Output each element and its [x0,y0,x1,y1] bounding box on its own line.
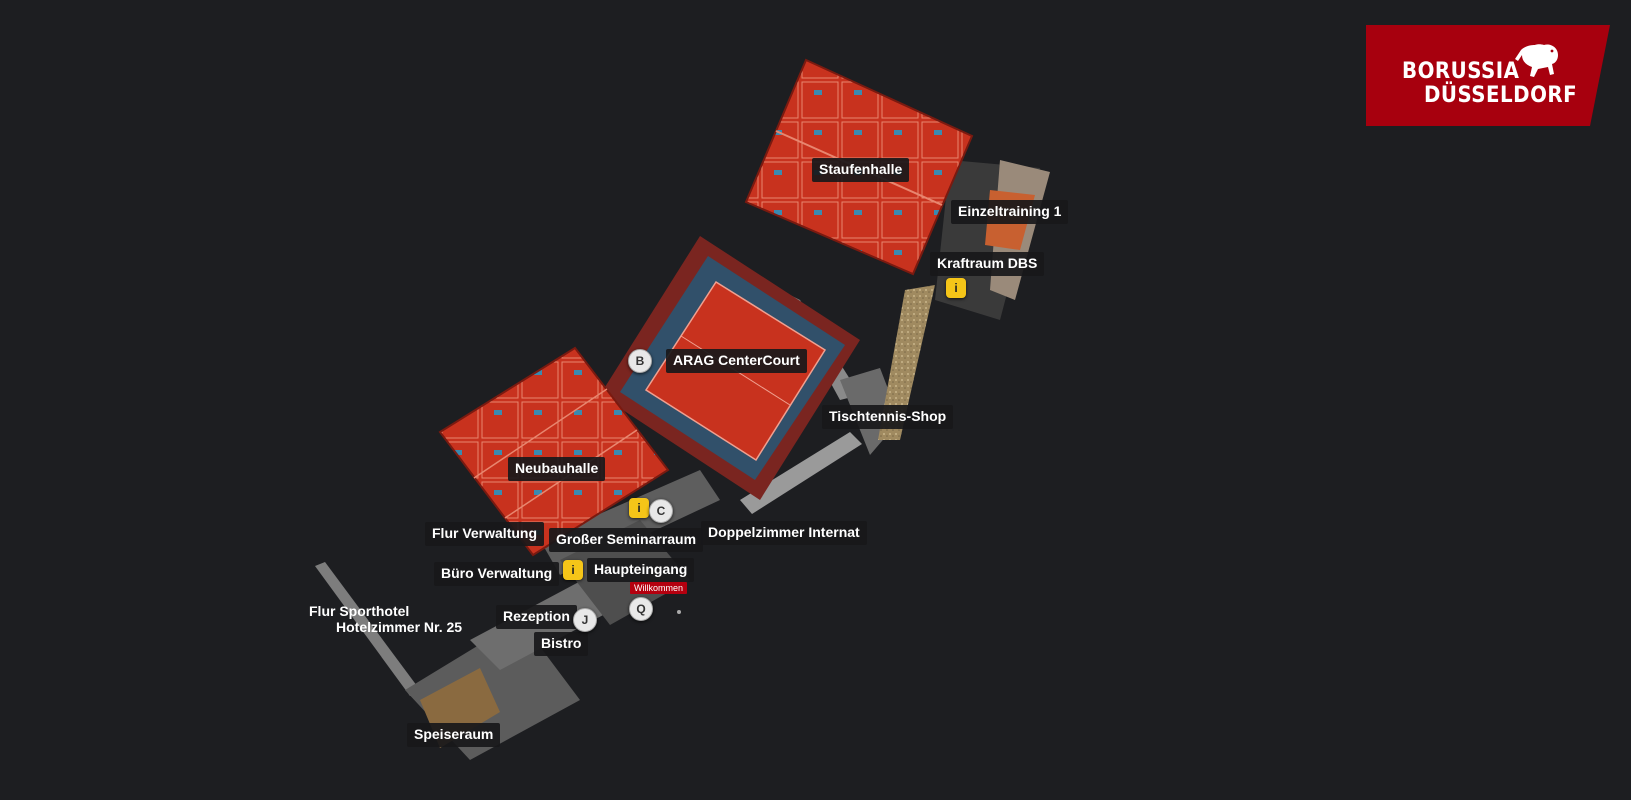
marker-c[interactable]: C [649,499,673,523]
label-neubauhalle[interactable]: Neubauhalle [508,457,606,481]
neubauhalle-divider-1 [473,388,608,479]
info-marker-seminarraum[interactable]: i [629,498,649,518]
label-haupteingang[interactable]: Haupteingang [587,558,695,582]
logo-line-1: BORUSSIA [1402,59,1520,84]
marker-b[interactable]: B [628,349,652,373]
welcome-sign: Willkommen [630,582,688,594]
label-arag-centercourt[interactable]: ARAG CenterCourt [666,349,807,373]
logo-wordmark: BORUSSIA DÜSSELDORF [1402,60,1577,108]
label-doppelzimmer-internat[interactable]: Doppelzimmer Internat [701,521,867,545]
label-einzeltraining-1[interactable]: Einzeltraining 1 [951,200,1069,224]
label-kraftraum-dbs[interactable]: Kraftraum DBS [930,252,1045,276]
label-rezeption[interactable]: Rezeption [496,605,577,629]
marker-j[interactable]: J [573,608,597,632]
label-staufenhalle[interactable]: Staufenhalle [812,158,910,182]
corridors [315,160,1050,760]
info-marker-haupteingang[interactable]: i [563,560,583,580]
neubauhalle-floor[interactable] [438,346,670,557]
label-buero-verwaltung[interactable]: Büro Verwaltung [434,562,560,586]
label-grosser-seminarraum[interactable]: Großer Seminarraum [549,528,704,552]
label-flur-verwaltung[interactable]: Flur Verwaltung [425,522,545,546]
dot-icon [677,610,681,614]
label-hotelzimmer-25[interactable]: Hotelzimmer Nr. 25 [336,619,463,635]
info-marker-kraftraum[interactable]: i [946,278,966,298]
label-flur-sporthotel[interactable]: Flur Sporthotel [309,603,410,619]
logo-line-2: DÜSSELDORF [1424,83,1578,108]
borussia-logo[interactable]: BORUSSIA DÜSSELDORF [1366,25,1610,126]
logo-badge [1366,25,1610,126]
lion-icon [1515,44,1558,77]
label-bistro[interactable]: Bistro [534,632,589,656]
marker-q[interactable]: Q [629,597,653,621]
label-tischtennis-shop[interactable]: Tischtennis-Shop [822,405,954,429]
label-speiseraum[interactable]: Speiseraum [407,723,501,747]
